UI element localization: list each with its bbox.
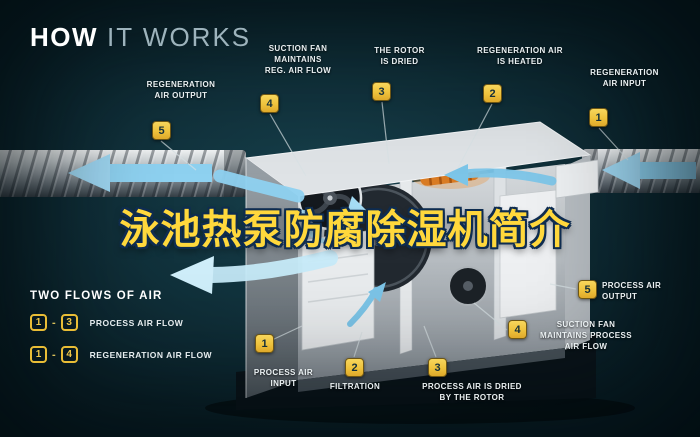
legend-badge-from: 1: [30, 346, 47, 363]
callout-label-reg-air-output: REGENERATION AIR OUTPUT: [146, 80, 216, 100]
legend-row-process: 1 - 3 PROCESS AIR FLOW: [30, 314, 183, 331]
right-compartment: [499, 189, 557, 319]
callout-badge-5-reg: 5: [152, 121, 171, 140]
title-word-light: IT WORKS: [107, 22, 252, 52]
callout-lines: [160, 101, 629, 358]
callout-badge-1-reg: 1: [589, 108, 608, 127]
duct-connector: [555, 159, 599, 199]
callout-badge-3-process: 3: [428, 358, 447, 377]
callout-badge-2-reg: 2: [483, 84, 502, 103]
callout-badge-4-process: 4: [508, 320, 527, 339]
page-title: HOW IT WORKS: [30, 22, 251, 53]
legend-label-process: PROCESS AIR FLOW: [89, 317, 184, 328]
legend-badge-to: 4: [60, 346, 78, 363]
machine-right-panel: [565, 155, 590, 350]
callout-label-rotor-dried: THE ROTOR IS DRIED: [374, 46, 425, 66]
legend-title: TWO FLOWS OF AIR: [30, 290, 163, 302]
callout-label-reg-air-heated: REGENERATION AIR IS HEATED: [477, 46, 563, 66]
callout-label-reg-air-input: REGENERATION AIR INPUT: [590, 68, 659, 88]
callout-label-suction-fan-process: SUCTION FAN MAINTAINS PROCESS AIR FLOW: [540, 320, 632, 351]
machine-unit: [236, 121, 599, 410]
callout-badge-3-reg: 3: [372, 82, 391, 101]
callout-label-process-air-input: PROCESS AIR INPUT: [253, 368, 314, 388]
callout-label-process-air-output: PROCESS AIR OUTPUT: [602, 281, 662, 301]
callout-badge-4-reg: 4: [260, 94, 279, 113]
legend-separator: -: [52, 316, 56, 329]
chinese-overlay-title: 泳池热泵防腐除湿机简介: [119, 208, 571, 252]
callout-badge-1-process: 1: [255, 334, 274, 353]
callout-label-filtration: FILTRATION: [329, 382, 381, 391]
flow-arrows: [68, 152, 696, 327]
legend-row-regeneration: 1 - 4 REGENERATION AIR FLOW: [30, 346, 212, 363]
callout-label-process-air-dried: PROCESS AIR IS DRIED BY THE ROTOR: [422, 382, 522, 402]
legend-label-regeneration: REGENERATION AIR FLOW: [89, 349, 213, 360]
callout-badge-5-process: 5: [578, 280, 597, 299]
callout-badge-2-process: 2: [345, 358, 364, 377]
legend-separator: -: [52, 348, 56, 361]
legend-badge-to: 3: [60, 314, 78, 331]
legend-badge-from: 1: [30, 314, 47, 331]
callout-label-suction-fan-reg: SUCTION FAN MAINTAINS REG. AIR FLOW: [264, 44, 332, 75]
title-word-bold: HOW: [30, 22, 99, 52]
